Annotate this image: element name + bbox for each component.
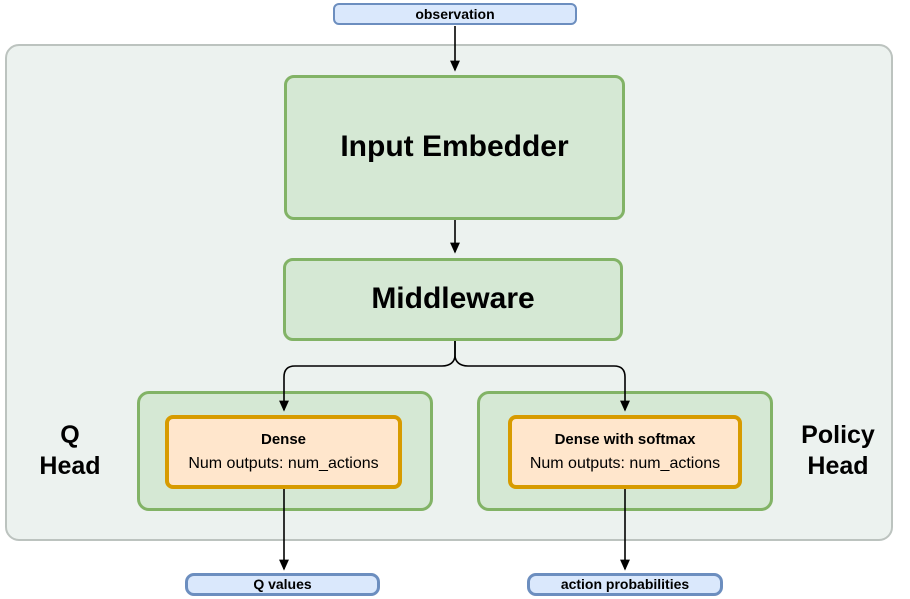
q-dense-title: Dense xyxy=(260,430,307,448)
input-embedder-label: Input Embedder xyxy=(340,130,569,164)
input-embedder-node: Input Embedder xyxy=(284,75,625,220)
observation-node: observation xyxy=(333,3,577,25)
q-dense-subtitle: Num outputs: num_actions xyxy=(188,454,379,472)
policy-dense-subtitle: Num outputs: num_actions xyxy=(529,454,721,472)
q-values-node: Q values xyxy=(185,573,380,596)
q-values-label: Q values xyxy=(253,576,312,593)
policy-dense-title: Dense with softmax xyxy=(554,430,696,448)
action-probabilities-label: action probabilities xyxy=(560,576,690,593)
action-probabilities-node: action probabilities xyxy=(527,573,723,596)
policy-head-label: Policy Head xyxy=(801,421,875,480)
middleware-node: Middleware xyxy=(283,258,623,341)
middleware-label: Middleware xyxy=(371,282,535,316)
q-head-label: Q Head xyxy=(39,421,101,480)
policy-dense-node: Dense with softmax Num outputs: num_acti… xyxy=(508,415,742,489)
q-dense-node: Dense Num outputs: num_actions xyxy=(165,415,402,489)
observation-label: observation xyxy=(415,5,495,22)
